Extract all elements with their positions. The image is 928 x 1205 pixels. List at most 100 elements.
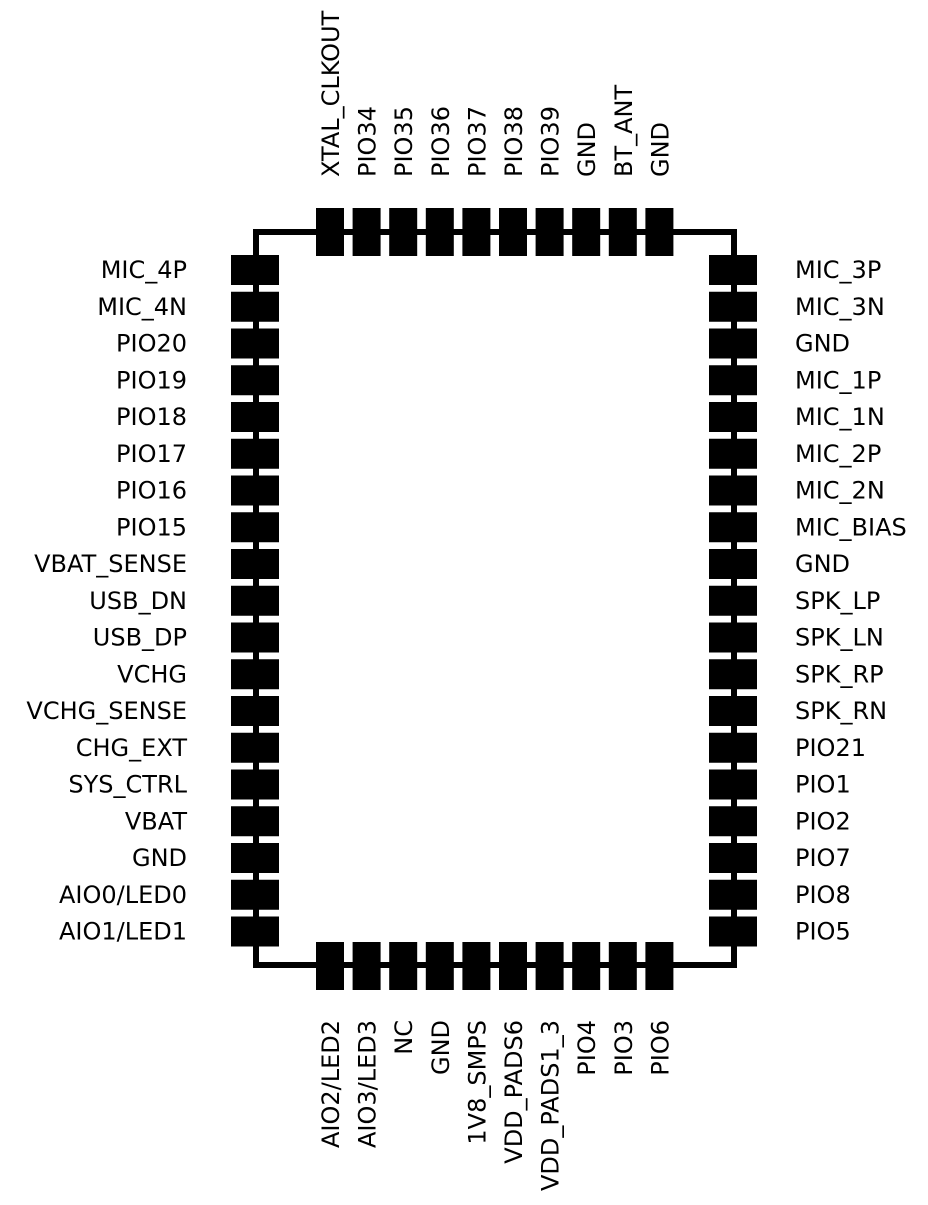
pin-label-bottom-1v8-smps: 1V8_SMPS [463, 1020, 491, 1145]
pin-label-left-aio1-led1: AIO1/LED1 [59, 918, 187, 946]
pin-label-left-mic-4n: MIC_4N [97, 293, 187, 321]
pin-label-bottom-aio2-led2: AIO2/LED2 [317, 1020, 345, 1148]
pin-label-left-pio15: PIO15 [116, 513, 187, 541]
pin-label-left-vchg-sense: VCHG_SENSE [26, 697, 187, 725]
package-outline [253, 229, 737, 968]
pad-bottom-5 [462, 942, 491, 990]
pads-group [231, 208, 757, 990]
pad-right-7 [709, 475, 757, 506]
pin-label-right-mic-2n: MIC_2N [795, 477, 885, 505]
pad-left-12 [231, 659, 279, 690]
pad-right-15 [709, 769, 757, 800]
pin-label-bottom-nc: NC [390, 1020, 418, 1055]
pin-label-top-pio36: PIO36 [427, 106, 455, 177]
pin-label-left-pio19: PIO19 [116, 366, 187, 394]
pin-label-right-mic-3p: MIC_3P [795, 256, 881, 284]
pad-top-2 [352, 208, 381, 256]
pad-left-9 [231, 549, 279, 579]
pin-label-left-gnd: GND [132, 844, 187, 872]
pad-left-1 [231, 255, 279, 285]
pin-label-right-gnd: GND [795, 330, 850, 358]
pin-label-right-pio5: PIO5 [795, 918, 851, 946]
pin-label-right-pio21: PIO21 [795, 734, 866, 762]
pad-left-3 [231, 328, 279, 359]
pin-label-left-pio18: PIO18 [116, 403, 187, 431]
pin-label-right-spk-rn: SPK_RN [795, 697, 887, 725]
pin-label-bottom-aio3-led3: AIO3/LED3 [354, 1020, 382, 1148]
pad-right-6 [709, 438, 757, 469]
pad-bottom-2 [352, 942, 381, 990]
pad-top-9 [608, 208, 637, 256]
pad-bottom-4 [425, 942, 454, 990]
pad-left-17 [231, 843, 279, 873]
pad-left-13 [231, 696, 279, 726]
pad-right-9 [709, 549, 757, 579]
pad-left-11 [231, 622, 279, 653]
pin-label-left-mic-4p: MIC_4P [101, 256, 187, 284]
pin-label-right-mic-1n: MIC_1N [795, 403, 885, 431]
pin-label-bottom-gnd: GND [427, 1020, 455, 1075]
pin-label-left-usb-dp: USB_DP [93, 624, 187, 652]
pad-left-8 [231, 512, 279, 543]
pad-left-18 [231, 879, 279, 910]
pin-label-right-spk-rp: SPK_RP [795, 660, 884, 688]
pad-top-4 [425, 208, 454, 256]
pad-right-4 [709, 365, 757, 396]
pin-label-top-pio34: PIO34 [354, 106, 382, 177]
pin-label-right-pio1: PIO1 [795, 771, 851, 799]
pin-label-top-pio37: PIO37 [463, 106, 491, 177]
pad-left-7 [231, 475, 279, 506]
pad-right-2 [709, 291, 757, 322]
pin-label-top-gnd: GND [573, 122, 601, 177]
pin-label-bottom-vdd-pads6: VDD_PADS6 [500, 1020, 528, 1164]
pad-right-14 [709, 732, 757, 763]
pin-label-left-vbat: VBAT [125, 807, 187, 835]
pad-left-2 [231, 291, 279, 322]
pin-label-top-gnd: GND [646, 122, 674, 177]
pad-left-5 [231, 402, 279, 432]
pad-right-1 [709, 255, 757, 285]
pin-label-left-pio17: PIO17 [116, 440, 187, 468]
pin-label-left-usb-dn: USB_DN [89, 587, 187, 615]
pad-left-19 [231, 916, 279, 947]
pad-bottom-10 [645, 942, 674, 990]
pin-label-left-sys-ctrl: SYS_CTRL [68, 771, 187, 799]
pin-label-right-pio2: PIO2 [795, 807, 851, 835]
pin-label-right-mic-bias: MIC_BIAS [795, 513, 907, 541]
pad-left-16 [231, 806, 279, 837]
pin-label-right-spk-lp: SPK_LP [795, 587, 880, 615]
pin-label-bottom-pio3: PIO3 [610, 1020, 638, 1076]
pin-label-top-pio35: PIO35 [390, 106, 418, 177]
pad-bottom-6 [499, 942, 527, 990]
pad-left-6 [231, 438, 279, 469]
pad-right-19 [709, 916, 757, 947]
pin-label-right-gnd: GND [795, 550, 850, 578]
pad-right-12 [709, 659, 757, 690]
pad-left-10 [231, 585, 279, 616]
pin-label-right-spk-ln: SPK_LN [795, 624, 884, 652]
pad-left-15 [231, 769, 279, 800]
pad-bottom-9 [608, 942, 637, 990]
pin-label-left-pio16: PIO16 [116, 477, 187, 505]
pin-label-bottom-pio4: PIO4 [573, 1020, 601, 1076]
pad-left-4 [231, 365, 279, 396]
pad-right-17 [709, 843, 757, 873]
pad-left-14 [231, 732, 279, 763]
pad-top-7 [535, 208, 564, 256]
pin-label-right-pio7: PIO7 [795, 844, 851, 872]
pin-label-right-mic-1p: MIC_1P [795, 366, 881, 394]
pad-right-5 [709, 402, 757, 432]
pad-top-10 [645, 208, 674, 256]
pad-right-3 [709, 328, 757, 359]
pad-top-5 [462, 208, 491, 256]
pin-label-top-bt-ant: BT_ANT [610, 85, 638, 177]
pad-right-8 [709, 512, 757, 543]
pin-label-top-pio39: PIO39 [537, 106, 565, 177]
pin-label-bottom-pio6: PIO6 [646, 1020, 674, 1076]
labels-group: MIC_4PMIC_4NPIO20PIO19PIO18PIO17PIO16PIO… [26, 10, 906, 1191]
pad-bottom-1 [316, 942, 344, 990]
pad-bottom-7 [535, 942, 564, 990]
pad-top-6 [499, 208, 527, 256]
pin-label-left-chg-ext: CHG_EXT [76, 734, 188, 762]
